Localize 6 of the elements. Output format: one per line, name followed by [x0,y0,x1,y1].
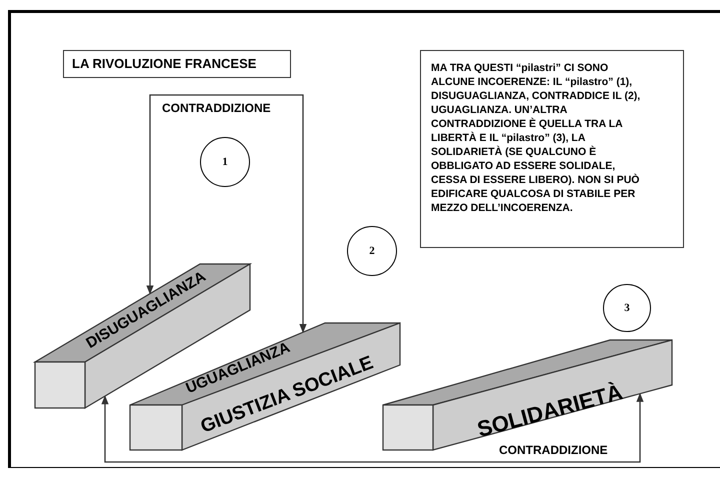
connector-arrow [101,392,644,463]
edge-label: CONTRADDIZIONE [160,102,273,114]
edge-label: CONTRADDIZIONE [497,444,610,456]
title-box: LA RIVOLUZIONE FRANCESE [63,50,291,78]
connector-arrow [146,94,307,334]
note-box: MA TRA QUESTI “pilastri” CI SONO ALCUNE INCOERENZE: IL “pilastro” (1), DISUGUAGLIANZA, CONTRADDICE IL (2), UGUAGLIANZA. UN’ALTRA CONTRADDIZIONE È QUELLA TRA LA LIBERTÀ E IL “pilastro” (3), LA SOLIDARIETÀ (SE QUALCUNO È OBBLIGATO AD ESSERE SOLIDALE, CESSA DI ESSERE LIBERO). NON SI PUÒ EDIFICARE QUALCOSA DI STABILE PER MEZZO DELL’INCOERENZA. [420,50,684,248]
